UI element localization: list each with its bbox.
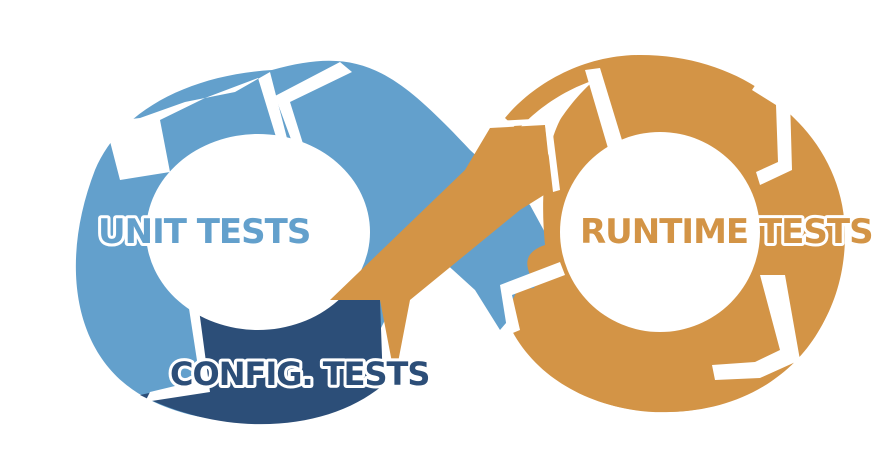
left-gap-top: [105, 72, 290, 180]
right-loop: [500, 55, 845, 413]
center-orange-arrow-edge: [478, 118, 560, 192]
right-gap-right: [752, 78, 792, 185]
unit-tests-label: UNIT TESTS: [98, 212, 310, 252]
right-gap-lower-right: [712, 275, 800, 380]
right-loop-ring: [505, 55, 843, 413]
right-gap-top: [585, 68, 625, 155]
left-loop: [75, 60, 561, 425]
right-gap-lower-left: [500, 262, 565, 335]
config-tests-label: CONFIG. TESTS: [170, 355, 429, 393]
center-orange-arrow: [330, 125, 552, 378]
left-gap-lower: [145, 302, 210, 402]
left-gap-upper-arrow: [275, 62, 352, 150]
right-loop-hole: [560, 132, 760, 332]
left-loop-hole: [146, 134, 370, 330]
runtime-tests-label: RUNTIME TESTS: [580, 212, 873, 252]
